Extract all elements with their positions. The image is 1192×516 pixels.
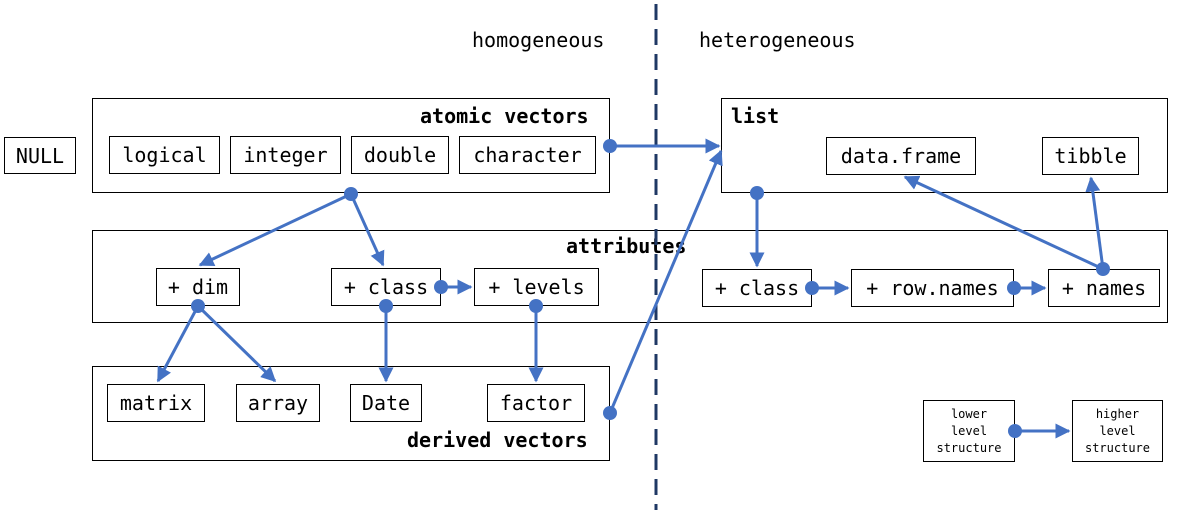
arrow-atomic-to-dim [198,192,352,267]
legend-higher-line1: higher [1095,406,1140,421]
dot-row-names-right [1007,281,1021,295]
array-box: array [236,384,320,422]
class-attr-box-list: + class [702,269,812,307]
integer-box: integer [230,136,341,174]
dot-class-list-right [805,281,819,295]
legend-lower-line3: structure [936,440,1002,455]
character-box: character [459,136,596,174]
legend-higher-box: higher level structure [1072,400,1163,462]
date-box: Date [350,384,422,422]
tibble-box: tibble [1042,137,1139,175]
arrow-dim-to-array [196,304,277,383]
matrix-box: matrix [107,384,205,422]
heterogeneous-label: heterogeneous [699,28,856,52]
dot-levels-bottom [529,299,543,313]
legend-lower-line2: level [950,423,988,438]
data-frame-box: data.frame [826,137,976,175]
arrow-names-to-tibble [1085,176,1105,270]
legend-higher-line3: structure [1084,440,1151,455]
dot-derived-right [603,406,617,420]
dot-names-top [1096,262,1110,276]
row-names-attr-box: + row.names [851,269,1014,307]
list-title: list [731,104,780,128]
null-box: NULL [4,137,76,174]
arrow-dim-to-matrix [156,305,200,383]
derived-vectors-title: derived vectors [407,428,588,452]
legend-higher-line2: level [1099,423,1136,438]
arrow-atomic-to-class [349,193,385,267]
arrow-names-to-data-frame [903,175,1104,271]
dot-class-bottom [379,299,393,313]
dot-legend [1008,424,1022,438]
dot-class-right [434,280,448,294]
attributes-title: attributes [566,234,687,258]
atomic-vectors-title: atomic vectors [420,104,589,128]
double-box: double [351,136,449,174]
legend-lower-line1: lower [950,406,988,421]
logical-box: logical [109,136,220,174]
dot-atomic-bottom [344,187,358,201]
dot-dim-bottom [191,299,205,313]
dot-list-bottom [750,186,764,200]
legend-lower-box: lower level structure [923,400,1015,462]
dot-atomic-right [603,139,617,153]
factor-box: factor [487,384,585,422]
class-attr-box: + class [331,268,441,306]
homogeneous-label: homogeneous [472,28,605,52]
arrow-factor-to-list [608,149,723,414]
